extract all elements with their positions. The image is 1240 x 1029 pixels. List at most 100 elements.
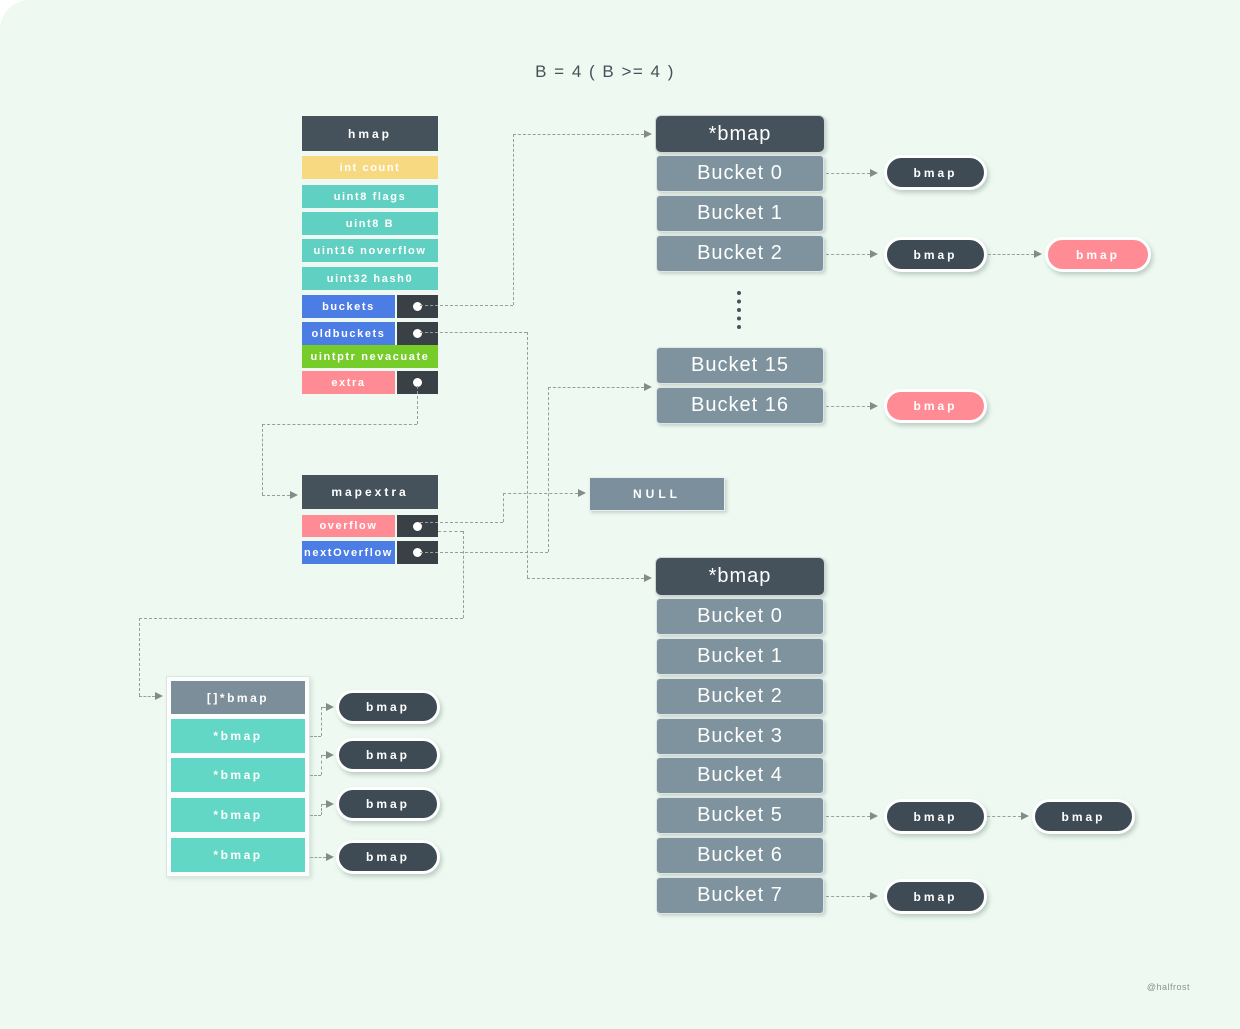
field-extra: extra — [302, 371, 395, 394]
connector-line — [321, 755, 326, 756]
connector-line — [463, 531, 464, 618]
connector-line — [826, 173, 870, 174]
connector-line — [139, 618, 463, 619]
connector-line — [139, 618, 140, 696]
connector-line — [310, 857, 326, 858]
overflow-slice-item: *bmap — [171, 838, 305, 872]
arrowhead-icon — [644, 574, 652, 582]
bmap-node: bmap — [884, 799, 987, 834]
bucket-row: Bucket 15 — [656, 347, 824, 384]
null-box: NULL — [589, 477, 725, 511]
bucket-row: Bucket 4 — [656, 757, 824, 794]
field-nextoverflow: nextOverflow — [302, 541, 395, 564]
field-buckets: buckets — [302, 295, 395, 318]
bmap-overflow-node: bmap — [1045, 237, 1151, 272]
pointer-dot-icon — [413, 378, 422, 387]
buckets-pointer-cell — [397, 295, 438, 318]
bucket-row: Bucket 2 — [656, 235, 824, 272]
connector-line — [503, 493, 504, 522]
bmap-node: bmap — [884, 879, 987, 914]
connector-line — [988, 254, 1034, 255]
arrowhead-icon — [326, 751, 334, 759]
connector-line — [527, 578, 644, 579]
connector-line — [420, 332, 527, 333]
extra-pointer-cell — [397, 371, 438, 394]
field-uint32-hash0: uint32 hash0 — [302, 267, 438, 290]
overflow-slice-item: *bmap — [171, 719, 305, 753]
arrowhead-icon — [870, 250, 878, 258]
arrowhead-icon — [870, 402, 878, 410]
connector-line — [527, 332, 528, 578]
connector-line — [420, 522, 503, 523]
arrowhead-icon — [1034, 250, 1042, 258]
field-uint8-b: uint8 B — [302, 212, 438, 235]
arrowhead-icon — [1021, 812, 1029, 820]
connector-line — [987, 816, 1021, 817]
connector-line — [321, 707, 322, 736]
arrowhead-icon — [326, 800, 334, 808]
arrowhead-icon — [578, 489, 586, 497]
ellipsis-dots — [737, 291, 741, 329]
pointer-dot-icon — [413, 521, 422, 531]
connector-line — [262, 495, 290, 496]
connector-line — [826, 406, 870, 407]
bmap-node: bmap — [336, 738, 440, 772]
field-uint16-noverflow: uint16 noverflow — [302, 239, 438, 262]
bucket-row: Bucket 1 — [656, 195, 824, 232]
oldbuckets-pointer-cell — [397, 322, 438, 345]
diagram-title: B = 4 ( B >= 4 ) — [535, 62, 675, 81]
arrowhead-icon — [155, 692, 163, 700]
bmap-node: bmap — [336, 787, 440, 821]
connector-line — [310, 775, 321, 776]
bucket-row: Bucket 5 — [656, 797, 824, 834]
pointer-dot-icon — [413, 329, 422, 338]
arrowhead-icon — [870, 812, 878, 820]
connector-line — [321, 804, 322, 815]
connector-line — [321, 707, 326, 708]
connector-line — [262, 424, 417, 425]
field-overflow: overflow — [302, 515, 395, 537]
hmap-struct-header: hmap — [302, 116, 438, 151]
bmap-node: bmap — [884, 155, 987, 190]
connector-line — [139, 696, 155, 697]
overflow-slice-item: *bmap — [171, 758, 305, 792]
bmap-node: bmap — [1032, 799, 1135, 834]
connector-line — [548, 387, 549, 552]
bucket-row: Bucket 7 — [656, 877, 824, 914]
overflow-slice-item: *bmap — [171, 798, 305, 832]
bmap-node: bmap — [884, 237, 987, 272]
bucket-row: Bucket 6 — [656, 837, 824, 874]
arrowhead-icon — [644, 383, 652, 391]
connector-line — [548, 387, 644, 388]
overflow-slice-header: []*bmap — [171, 681, 305, 714]
field-oldbuckets: oldbuckets — [302, 322, 395, 345]
watermark: @halfrost — [1146, 982, 1190, 992]
pointer-dot-icon — [413, 302, 422, 311]
connector-line — [513, 134, 644, 135]
bucket-row: Bucket 2 — [656, 678, 824, 715]
nextoverflow-pointer-cell — [397, 541, 438, 564]
connector-line — [262, 424, 263, 495]
field-uint8-flags: uint8 flags — [302, 185, 438, 208]
bucket-row: Bucket 16 — [656, 387, 824, 424]
bucket-row: Bucket 1 — [656, 638, 824, 675]
connector-line — [826, 816, 870, 817]
connector-line — [417, 386, 418, 424]
connector-line — [310, 815, 321, 816]
arrowhead-icon — [870, 892, 878, 900]
old-bucket-array-header: *bmap — [655, 557, 825, 596]
bmap-node: bmap — [336, 840, 440, 874]
connector-line — [420, 305, 513, 306]
connector-line — [321, 755, 322, 775]
connector-line — [438, 531, 463, 532]
connector-line — [321, 804, 326, 805]
pointer-dot-icon — [413, 548, 422, 557]
arrowhead-icon — [326, 853, 334, 861]
arrowhead-icon — [870, 169, 878, 177]
bmap-overflow-node: bmap — [884, 389, 987, 423]
bucket-row: Bucket 0 — [656, 598, 824, 635]
connector-line — [826, 254, 870, 255]
bucket-row: Bucket 0 — [656, 155, 824, 192]
field-uintptr-nevacuate: uintptr nevacuate — [302, 345, 438, 368]
